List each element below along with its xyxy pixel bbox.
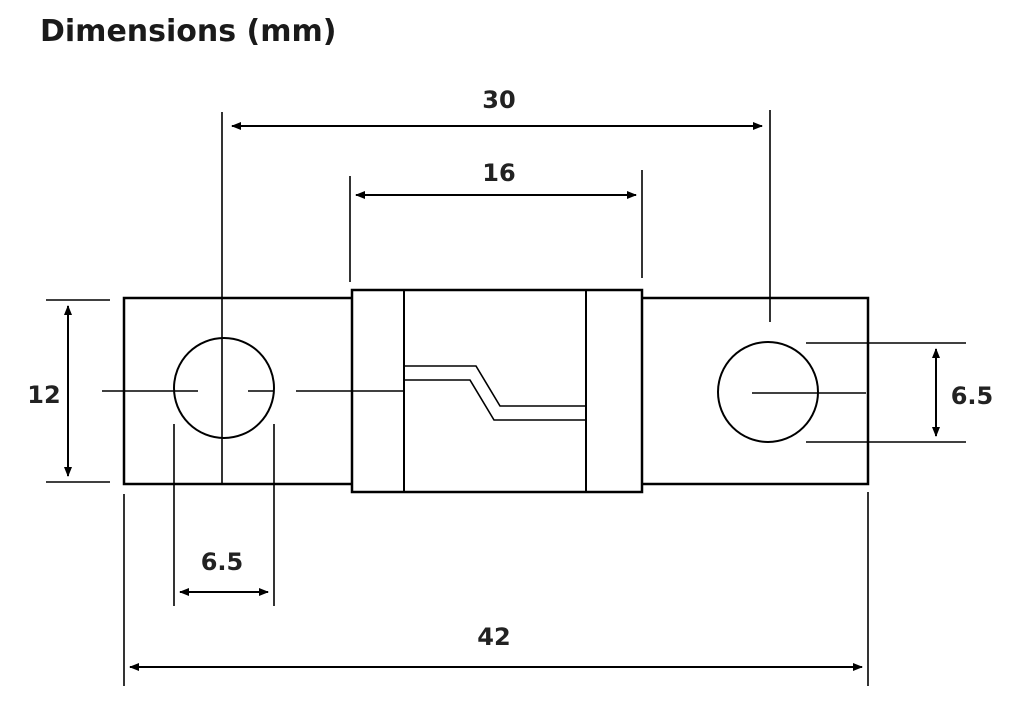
dim-label-body-length: 16: [482, 159, 515, 187]
right-terminal: [638, 296, 870, 486]
page-title: Dimensions (mm): [40, 14, 337, 49]
dim-label-width: 12: [27, 381, 60, 409]
dim-label-hole-right: 6.5: [951, 382, 994, 410]
fuse-element-top: [404, 365, 586, 407]
dim-label-hole-left: 6.5: [201, 548, 244, 576]
left-mount-hole: [173, 337, 275, 439]
right-mount-hole: [717, 341, 819, 443]
dim-label-center-spacing: 30: [482, 86, 515, 114]
dim-label-total-length: 42: [477, 623, 510, 651]
fuse-element-bottom: [404, 379, 586, 421]
